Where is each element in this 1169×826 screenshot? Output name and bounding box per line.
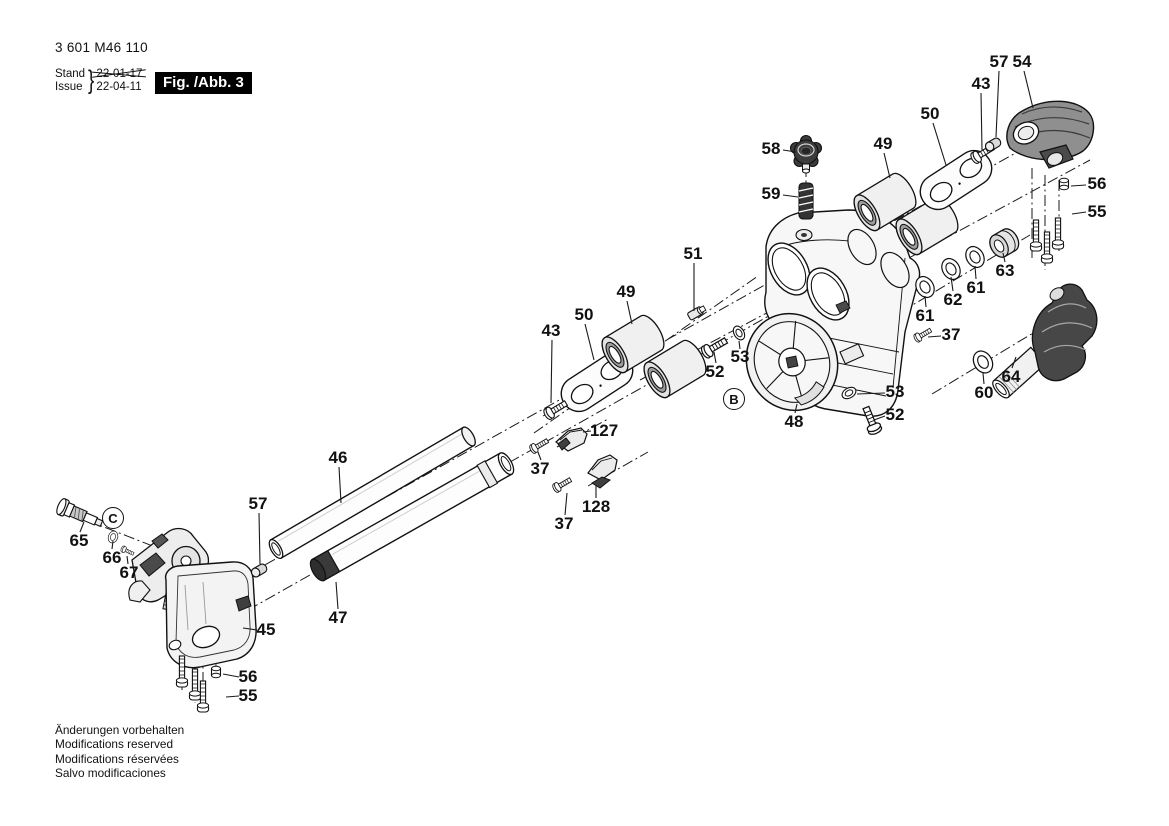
figure-label: Fig. /Abb. 3 <box>155 72 252 94</box>
view-ref-B: B <box>723 388 745 410</box>
stand-label: Stand <box>55 67 86 80</box>
part-callout-128: 128 <box>581 497 611 516</box>
screw-37-a <box>527 436 551 455</box>
part-callout-45: 45 <box>256 620 276 639</box>
part-callout-51: 51 <box>683 244 703 263</box>
part-callout-56: 56 <box>238 667 258 686</box>
bracket-45 <box>128 527 257 669</box>
part-callout-47: 47 <box>328 608 348 627</box>
wheel-48-tab <box>839 343 865 365</box>
knob-58 <box>789 134 823 174</box>
part-callout-43: 43 <box>971 74 991 93</box>
part-callout-49: 49 <box>616 282 636 301</box>
footer-line: Modifications reserved <box>55 737 174 752</box>
part-callout-46: 46 <box>328 448 348 467</box>
part-callout-37: 37 <box>554 514 574 533</box>
part-callout-52: 52 <box>705 362 725 381</box>
part-callout-63: 63 <box>995 261 1015 280</box>
part-callout-52: 52 <box>885 405 905 424</box>
nut-63 <box>989 228 1020 258</box>
part-callout-57: 57 <box>248 494 268 513</box>
screw-37-right <box>912 325 934 344</box>
revision-block: Stand Issue } 22-01-17 22-04-11 <box>55 65 148 95</box>
part-number: 3 601 M46 110 <box>55 40 148 55</box>
screws-55-right <box>1029 217 1065 264</box>
washer-53-mid <box>730 323 748 343</box>
part-callout-56: 56 <box>1087 174 1107 193</box>
pin-51 <box>687 305 707 321</box>
handle-64 <box>1031 283 1098 382</box>
nut-57-left <box>249 562 269 579</box>
stand-date: 22-01-17 <box>96 67 143 80</box>
part-callout-66: 66 <box>102 548 122 567</box>
spring-59 <box>798 182 814 220</box>
footer-line: Änderungen vorbehalten <box>55 723 185 737</box>
part-callout-59: 59 <box>761 184 781 203</box>
footer-line: Modifications réservées <box>55 751 179 766</box>
part-callout-61: 61 <box>966 278 986 297</box>
part-callout-60: 60 <box>974 383 994 402</box>
part-callout-43: 43 <box>541 321 561 340</box>
part-callout-55: 55 <box>1087 202 1107 221</box>
handle-54 <box>1006 100 1095 169</box>
part-callout-37: 37 <box>941 325 961 344</box>
sleeve-64 <box>992 346 1047 399</box>
screw-37-b <box>550 475 574 494</box>
part-callout-67: 67 <box>119 563 139 582</box>
part-callout-65: 65 <box>69 531 89 550</box>
wheel-48 <box>745 312 839 412</box>
washer-60 <box>968 346 998 378</box>
title-block: 3 601 M46 110 Stand Issue } 22-01-17 22-… <box>55 40 148 95</box>
view-ref-C: C <box>102 507 124 529</box>
part-callout-58: 58 <box>761 139 781 158</box>
clip-128 <box>587 454 618 489</box>
part-callout-48: 48 <box>784 412 804 431</box>
footer-line: Salvo modificaciones <box>55 765 166 780</box>
part-callout-64: 64 <box>1001 367 1021 386</box>
nut-57-upper <box>983 136 1003 153</box>
clip-127 <box>555 427 588 452</box>
screw-67 <box>119 544 136 558</box>
nut-56-left <box>210 665 222 679</box>
part-callout-55: 55 <box>238 686 258 705</box>
part-callout-57: 57 <box>989 52 1009 71</box>
part-callout-53: 53 <box>885 382 905 401</box>
nut-56-right <box>1058 177 1070 191</box>
issue-label: Issue <box>55 80 83 93</box>
part-callout-50: 50 <box>920 104 940 123</box>
part-callout-50: 50 <box>574 305 594 324</box>
issue-date: 22-04-11 <box>96 80 142 93</box>
part-callout-127: 127 <box>589 421 619 440</box>
part-callout-54: 54 <box>1012 52 1032 71</box>
bolt-65 <box>56 498 104 528</box>
brace-glyph: } <box>88 65 95 95</box>
leader-lines <box>79 70 1087 698</box>
part-callout-49: 49 <box>873 134 893 153</box>
part-callout-62: 62 <box>943 290 963 309</box>
part-callout-53: 53 <box>730 347 750 366</box>
part-callout-61: 61 <box>915 306 935 325</box>
tube-47 <box>309 452 515 582</box>
tube-46 <box>268 426 476 560</box>
part-callout-37: 37 <box>530 459 550 478</box>
